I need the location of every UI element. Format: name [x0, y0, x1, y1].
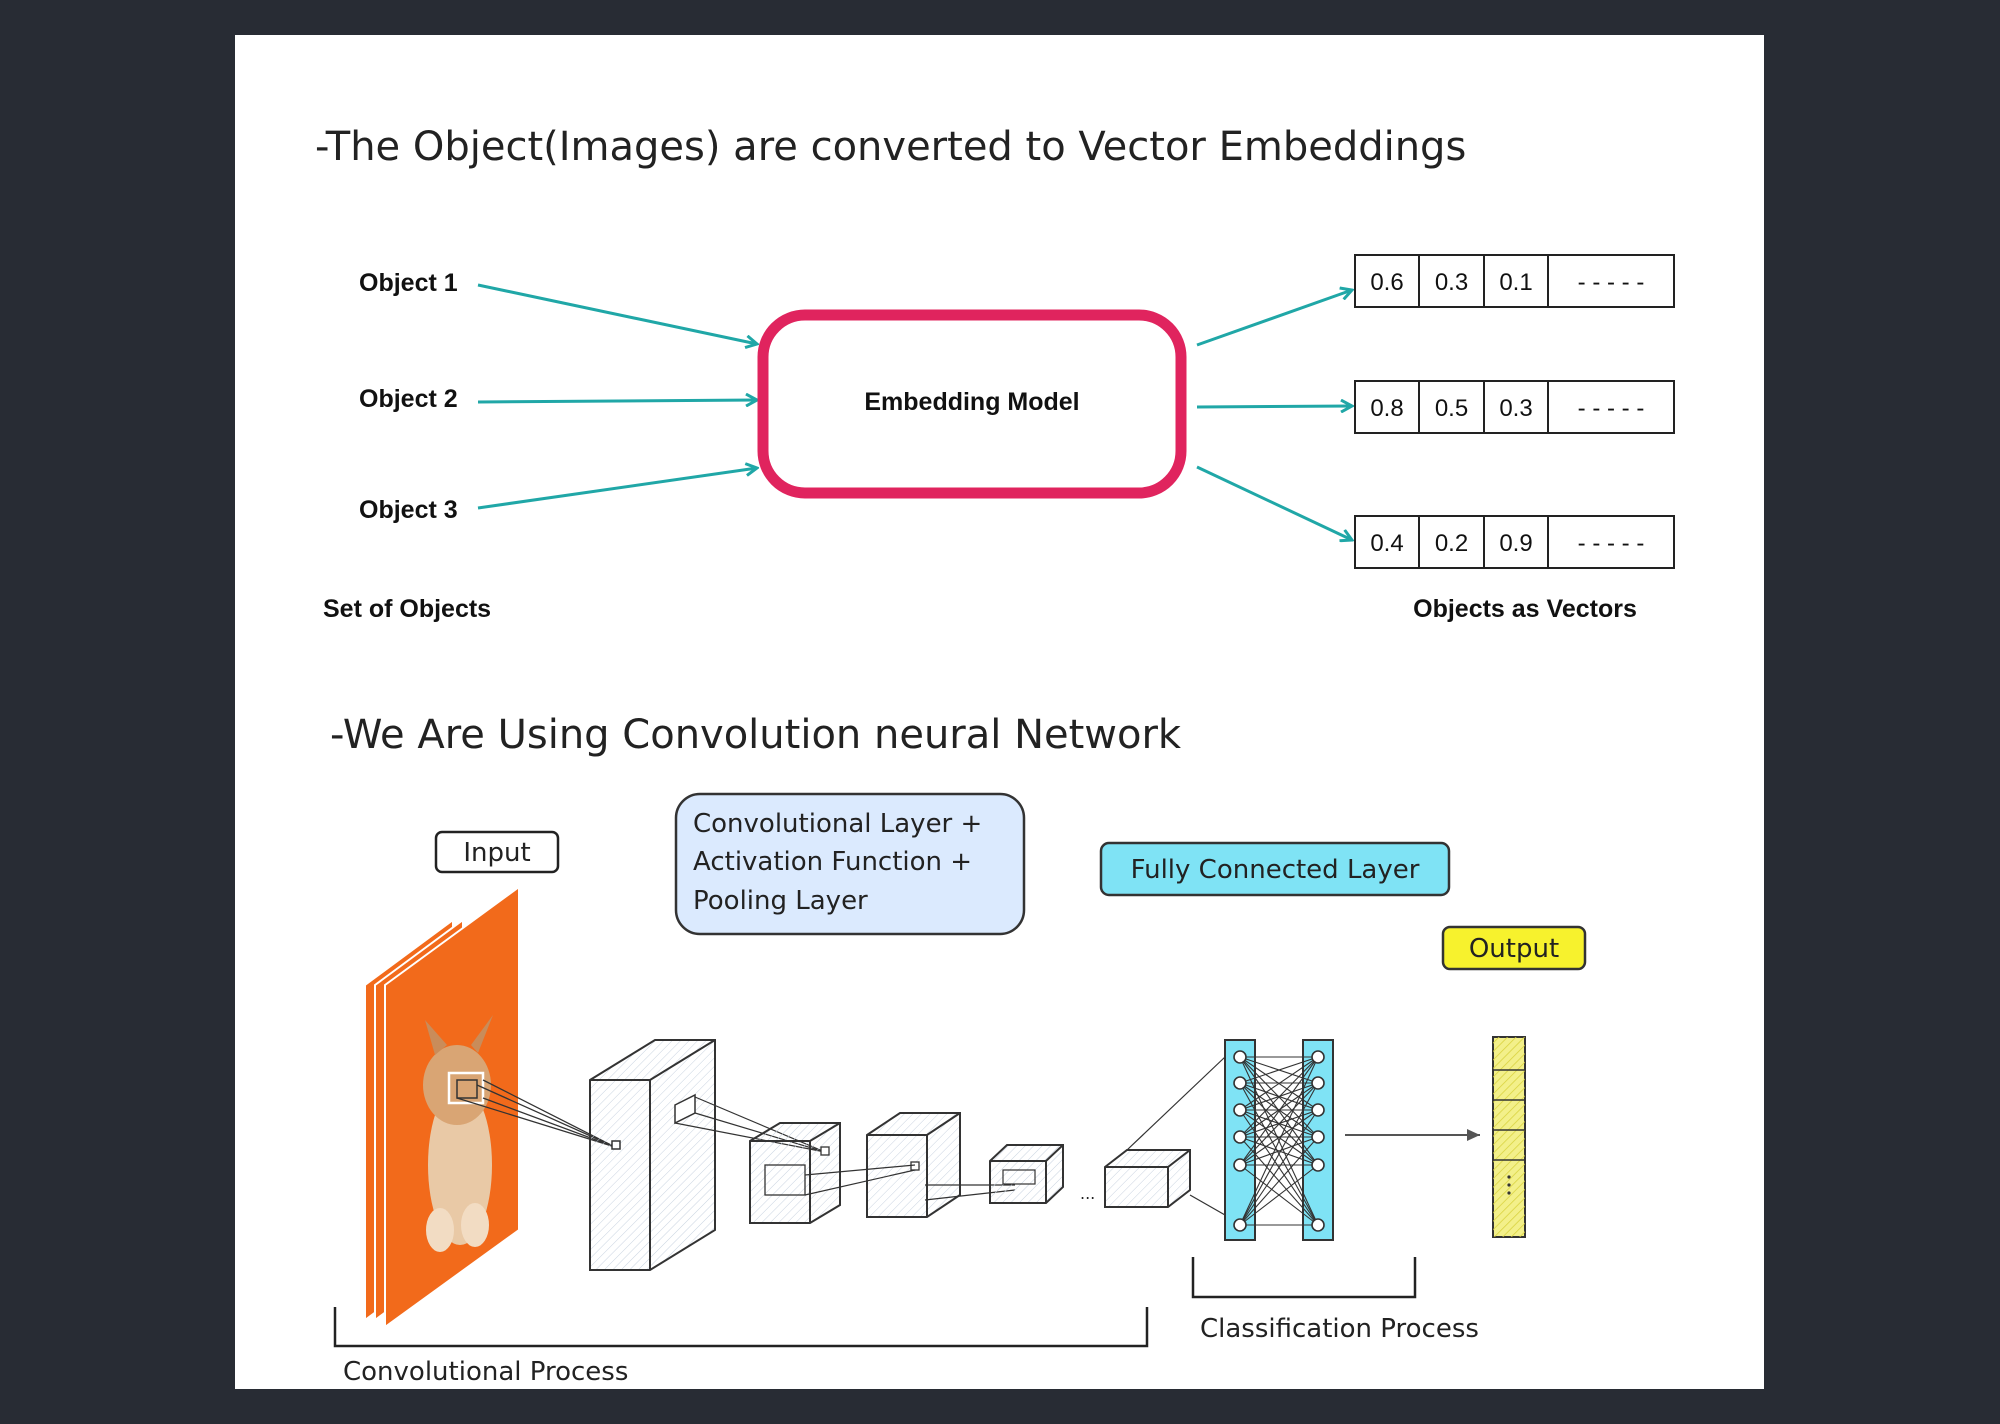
vector-cell-value: 0.3 — [1435, 269, 1468, 296]
vector-cell-box — [1483, 515, 1549, 569]
vector-cell-box — [1418, 380, 1485, 434]
input-label: Input — [463, 838, 530, 868]
fc-node — [1233, 1076, 1247, 1090]
vector-cell-value: 0.3 — [1499, 395, 1532, 422]
vector-cell-box — [1418, 254, 1485, 308]
arrow-vector-1 — [1196, 290, 1352, 347]
arrow-vector-2 — [1196, 406, 1352, 407]
arrow-object-1 — [477, 283, 757, 344]
conv-layer-box — [674, 792, 1026, 936]
fc-node — [1233, 1130, 1247, 1144]
fc-node — [1311, 1103, 1325, 1117]
arrow-vector-3 — [1196, 465, 1352, 540]
feature-block-2 — [749, 1122, 841, 1224]
fc-connection — [1239, 1136, 1319, 1166]
conv-process-bracket — [333, 1307, 1149, 1348]
output-label: Output — [1469, 934, 1559, 964]
output-label-box — [1441, 925, 1587, 971]
arrow-object-3 — [477, 468, 757, 510]
fc-node — [1233, 1103, 1247, 1117]
vector-cell-value: 0.6 — [1370, 269, 1403, 296]
fc-node — [1311, 1130, 1325, 1144]
fc-node — [1233, 1218, 1247, 1232]
embedding-model-box — [757, 309, 1187, 499]
fc-connection — [1239, 1164, 1319, 1226]
vector-cell-box — [1547, 515, 1675, 569]
fc-connection — [1239, 1056, 1319, 1084]
vector-cell-value: 0.2 — [1435, 530, 1468, 557]
conv-box-line-3: Pooling Layer — [693, 886, 868, 916]
vector-cell-value: - - - - - — [1578, 530, 1645, 557]
vector-cell-value: - - - - - — [1578, 269, 1645, 296]
feature-block-1 — [589, 1039, 716, 1271]
fc-connection — [1239, 1056, 1319, 1138]
vector-cell-value: 0.1 — [1499, 269, 1532, 296]
input-image-stack — [364, 885, 520, 1329]
object-3-label: Object 3 — [359, 496, 458, 524]
fc-node — [1311, 1218, 1325, 1232]
bottom-heading: -We Are Using Convolution neural Network — [330, 712, 1182, 758]
block-to-fc-lines — [1126, 1056, 1226, 1216]
fc-connection — [1239, 1056, 1319, 1226]
diagram-canvas: -The Object(Images) are converted to Vec… — [235, 35, 1764, 1389]
fc-connection — [1239, 1109, 1319, 1226]
fully-connected-label: Fully Connected Layer — [1131, 855, 1420, 885]
top-heading: -The Object(Images) are converted to Vec… — [315, 124, 1466, 170]
feature-block-5 — [1104, 1149, 1191, 1208]
conv-box-line-2: Activation Function + — [693, 847, 972, 877]
classification-bracket — [1191, 1257, 1417, 1299]
vector-cell-box — [1354, 254, 1420, 308]
fc-connection — [1239, 1136, 1319, 1226]
objects-as-vectors-label: Objects as Vectors — [1413, 595, 1637, 623]
vector-cell-box — [1547, 380, 1675, 434]
fc-node — [1311, 1076, 1325, 1090]
ellipsis-text: ... — [1080, 1184, 1095, 1203]
fc-connection — [1239, 1056, 1319, 1166]
vector-cell-value: - - - - - — [1578, 395, 1645, 422]
fc-layer — [1224, 1039, 1334, 1241]
vector-cell-box — [1418, 515, 1485, 569]
embedding-model-label: Embedding Model — [864, 388, 1079, 416]
fully-connected-label-box — [1099, 841, 1451, 897]
vector-cell-value: 0.5 — [1435, 395, 1468, 422]
fc-connection — [1239, 1082, 1319, 1226]
vector-cell-value: 0.8 — [1370, 395, 1403, 422]
vector-cell-box — [1354, 380, 1420, 434]
fc-node — [1311, 1158, 1325, 1172]
set-of-objects-label: Set of Objects — [323, 595, 491, 623]
output-column — [1492, 1036, 1526, 1238]
vector-cell-box — [1547, 254, 1675, 308]
vector-cell-box — [1483, 254, 1549, 308]
fc-node — [1233, 1158, 1247, 1172]
arrow-object-2 — [477, 400, 757, 402]
object-1-label: Object 1 — [359, 269, 458, 297]
fc-node — [1233, 1050, 1247, 1064]
fc-connection — [1239, 1082, 1319, 1166]
conv-box-line-1: Convolutional Layer + — [693, 809, 982, 839]
classification-process-label: Classification Process — [1200, 1314, 1479, 1344]
fc-node — [1311, 1050, 1325, 1064]
puppy-illustration — [423, 1015, 493, 1252]
objects-group: Object 1 Object 2 Object 3 Set of Object… — [323, 269, 491, 623]
object-2-label: Object 2 — [359, 385, 458, 413]
vector-tables: 0.6 0.3 0.1 - - - - - 0.8 0.5 0.3 - - - - - 0.4 0… — [1354, 254, 1675, 569]
feature-block-4 — [989, 1144, 1064, 1204]
input-label-box — [434, 830, 560, 874]
conv-process-label: Convolutional Process — [343, 1357, 628, 1387]
fc-connection — [1239, 1056, 1319, 1111]
vector-cell-value: 0.4 — [1370, 530, 1403, 557]
fc-connection — [1239, 1082, 1319, 1138]
vector-cell-value: 0.9 — [1499, 530, 1532, 557]
fc-connection — [1239, 1109, 1319, 1166]
